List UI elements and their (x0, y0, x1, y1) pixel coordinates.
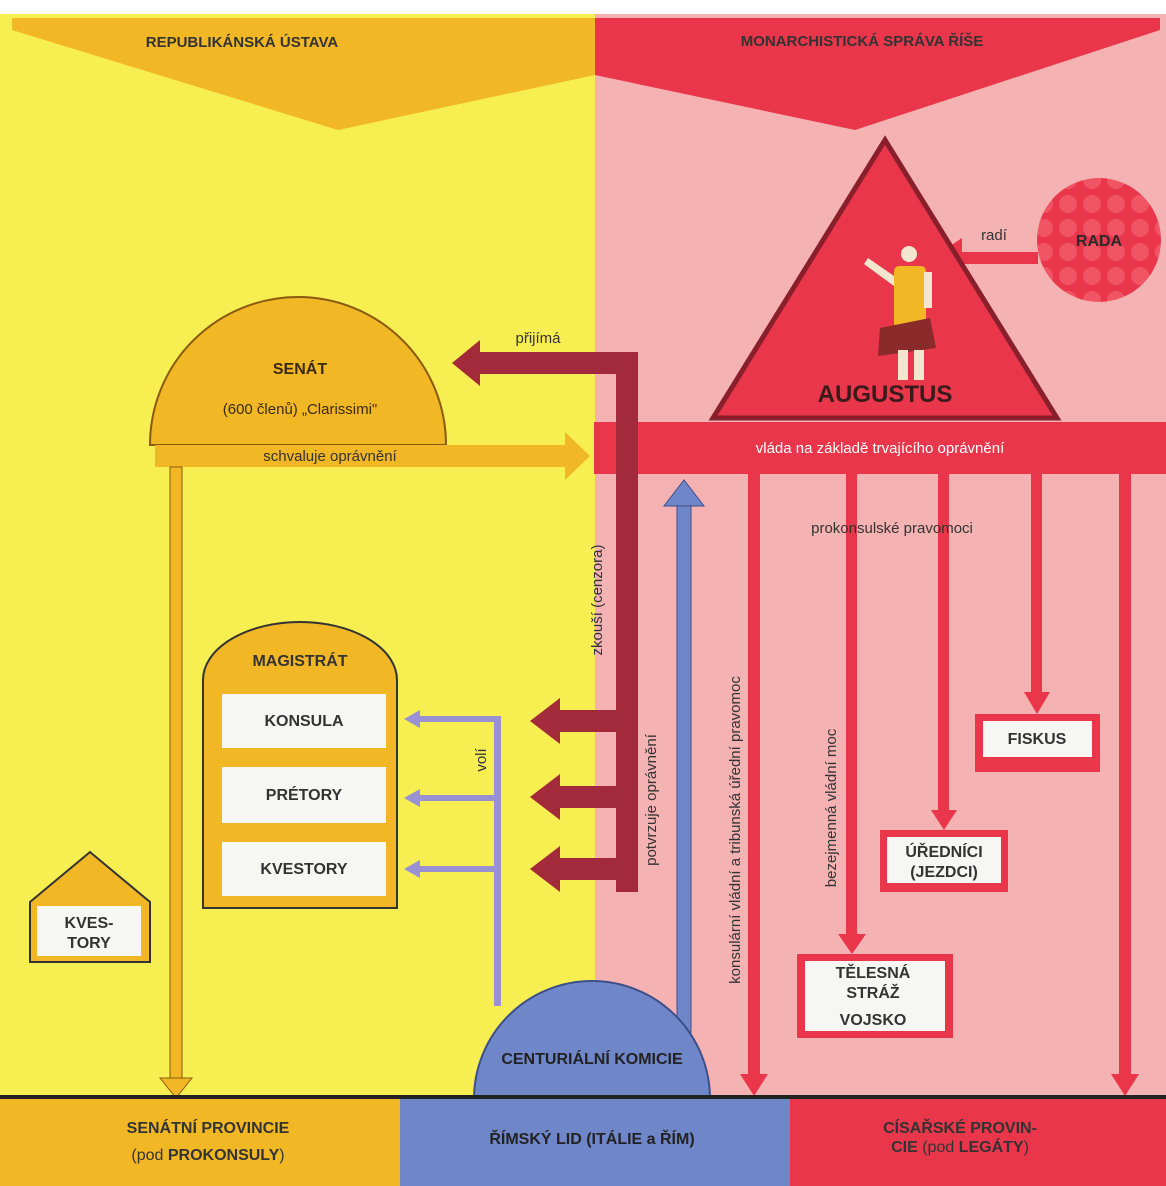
voli-arrow-konsula-head (404, 710, 420, 728)
senat-title: SENÁT (273, 359, 327, 378)
urednici-label-bg (887, 837, 1001, 883)
republic-header-label: REPUBLIKÁNSKÁ ÚSTAVA (146, 33, 339, 51)
potvrzuje-arrow-head (662, 479, 706, 507)
arrow-to-urednici-head (931, 810, 957, 830)
kvestory-house-label-bg (37, 906, 141, 956)
magistrat-item-pretory-label: PRÉTORY (266, 785, 343, 804)
rimsky-lid-label: ŘÍMSKÝ LID (ITÁLIE a ŘÍM) (489, 1129, 694, 1148)
voli-vertical (494, 716, 501, 1006)
senatni-provincie-line2: (pod PROKONSULY) (131, 1147, 284, 1164)
augustus-label: AUGUSTUS (818, 381, 953, 408)
arrow-to-urednici (938, 474, 949, 814)
rada-arrow (958, 252, 1038, 264)
fiskus-label-bg (983, 721, 1092, 757)
zkousi-vertical (616, 352, 638, 892)
monarchy-header-label: MONARCHISTICKÁ SPRÁVA ŘÍŠE (741, 32, 984, 50)
senatni-provincie-box (0, 1099, 400, 1186)
konsularni-label: konsulární vládní a tribunská úřední pra… (727, 676, 744, 984)
kvestory-house-line1: KVES- (65, 915, 114, 932)
cisarske-provincie-line1: CÍSAŘSKÉ PROVIN- (883, 1118, 1037, 1137)
zkousi-label: zkouší (cenzora) (589, 545, 606, 656)
republic-header-banner (12, 18, 595, 130)
komicie-dome (472, 980, 712, 1100)
komicie-label: CENTURIÁLNÍ KOMICIE (501, 1049, 683, 1068)
voli-arrow-kvestory-head (404, 860, 420, 878)
arrow-to-telesna (846, 474, 857, 936)
potvrzuje-label: potvrzuje oprávnění (643, 733, 660, 866)
arrow-to-cisarske-right (1119, 474, 1131, 1078)
prokonsulske-label: prokonsulské pravomoci (811, 520, 973, 537)
arrow-to-fiskus (1031, 474, 1042, 696)
cisarske-provincie-line2: CIE (pod LEGÁTY) (891, 1137, 1029, 1156)
telesna-line2: STRÁŽ (846, 983, 900, 1002)
schvaluje-arrow-head (565, 432, 590, 480)
magistrat-box (202, 621, 398, 909)
cisarske-provincie-box (790, 1099, 1166, 1186)
authority-bar-label: vláda na základě trvajícího oprávnění (756, 440, 1005, 457)
rada-label: RADA (1076, 233, 1123, 250)
augustus-authority-bar (594, 422, 1166, 474)
rada-arrow-label: radí (981, 227, 1008, 244)
arrow-to-cisarske-left (748, 474, 760, 1078)
senat-to-provincie-head (158, 1077, 194, 1099)
telesna-line1: TĚLESNÁ (836, 963, 911, 982)
urednici-line1: ÚŘEDNÍCI (905, 842, 982, 861)
zkousi-arrow-pretory-head (530, 774, 560, 820)
magistrat-title: MAGISTRÁT (252, 651, 347, 670)
rada-circle (1037, 178, 1161, 302)
zkousi-arrow-kvestory (556, 858, 616, 880)
urednici-line2: (JEZDCI) (910, 864, 978, 881)
magistrat-item-pretory (222, 767, 386, 823)
magistrat-item-kvestory (222, 842, 386, 896)
senat-subtitle: (600 členů) „Clarissimi" (223, 401, 378, 418)
monarchy-header-banner (595, 18, 1160, 130)
rimsky-lid-box (400, 1099, 790, 1186)
top-border (0, 0, 1166, 14)
arrow-to-fiskus-head (1024, 692, 1050, 714)
senat-dome (148, 296, 448, 446)
magistrat-item-konsula (222, 694, 386, 748)
kvestory-house-line2: TORY (67, 935, 111, 952)
telesna-line3: VOJSKO (840, 1012, 907, 1029)
bottom-border (0, 1095, 1166, 1099)
zkousi-arrow-konsula (556, 710, 616, 732)
telesna-label-bg (805, 961, 945, 1031)
senatni-provincie-line1: SENÁTNÍ PROVINCIE (127, 1118, 290, 1137)
senat-to-provincie-line (169, 466, 183, 1083)
schvaluje-arrow (155, 445, 567, 467)
magistrat-item-kvestory-label: KVESTORY (260, 861, 347, 878)
voli-arrow-konsula (418, 716, 498, 722)
voli-arrow-kvestory (418, 866, 498, 872)
voli-arrow-pretory-head (404, 789, 420, 807)
prijima-arrow (476, 352, 638, 374)
arrow-to-cisarske-left-head (740, 1074, 768, 1096)
zkousi-arrow-pretory (556, 786, 616, 808)
augustus-figure-icon (864, 246, 936, 380)
schvaluje-label: schvaluje oprávnění (263, 448, 397, 465)
prijima-arrow-head (452, 340, 480, 386)
prijima-label: přijímá (515, 330, 561, 347)
arrow-to-telesna-head (838, 934, 866, 954)
potvrzuje-arrow (676, 499, 692, 1061)
fiskus-label: FISKUS (1008, 731, 1067, 748)
magistrat-item-konsula-label: KONSULA (264, 713, 344, 730)
bezejmenna-label: bezejmenná vládní moc (823, 728, 840, 887)
voli-label: volí (473, 747, 490, 771)
republic-background (0, 0, 595, 1186)
zkousi-arrow-kvestory-head (530, 846, 560, 892)
voli-arrow-pretory (418, 795, 498, 801)
zkousi-arrow-konsula-head (530, 698, 560, 744)
arrow-to-cisarske-right-head (1111, 1074, 1139, 1096)
